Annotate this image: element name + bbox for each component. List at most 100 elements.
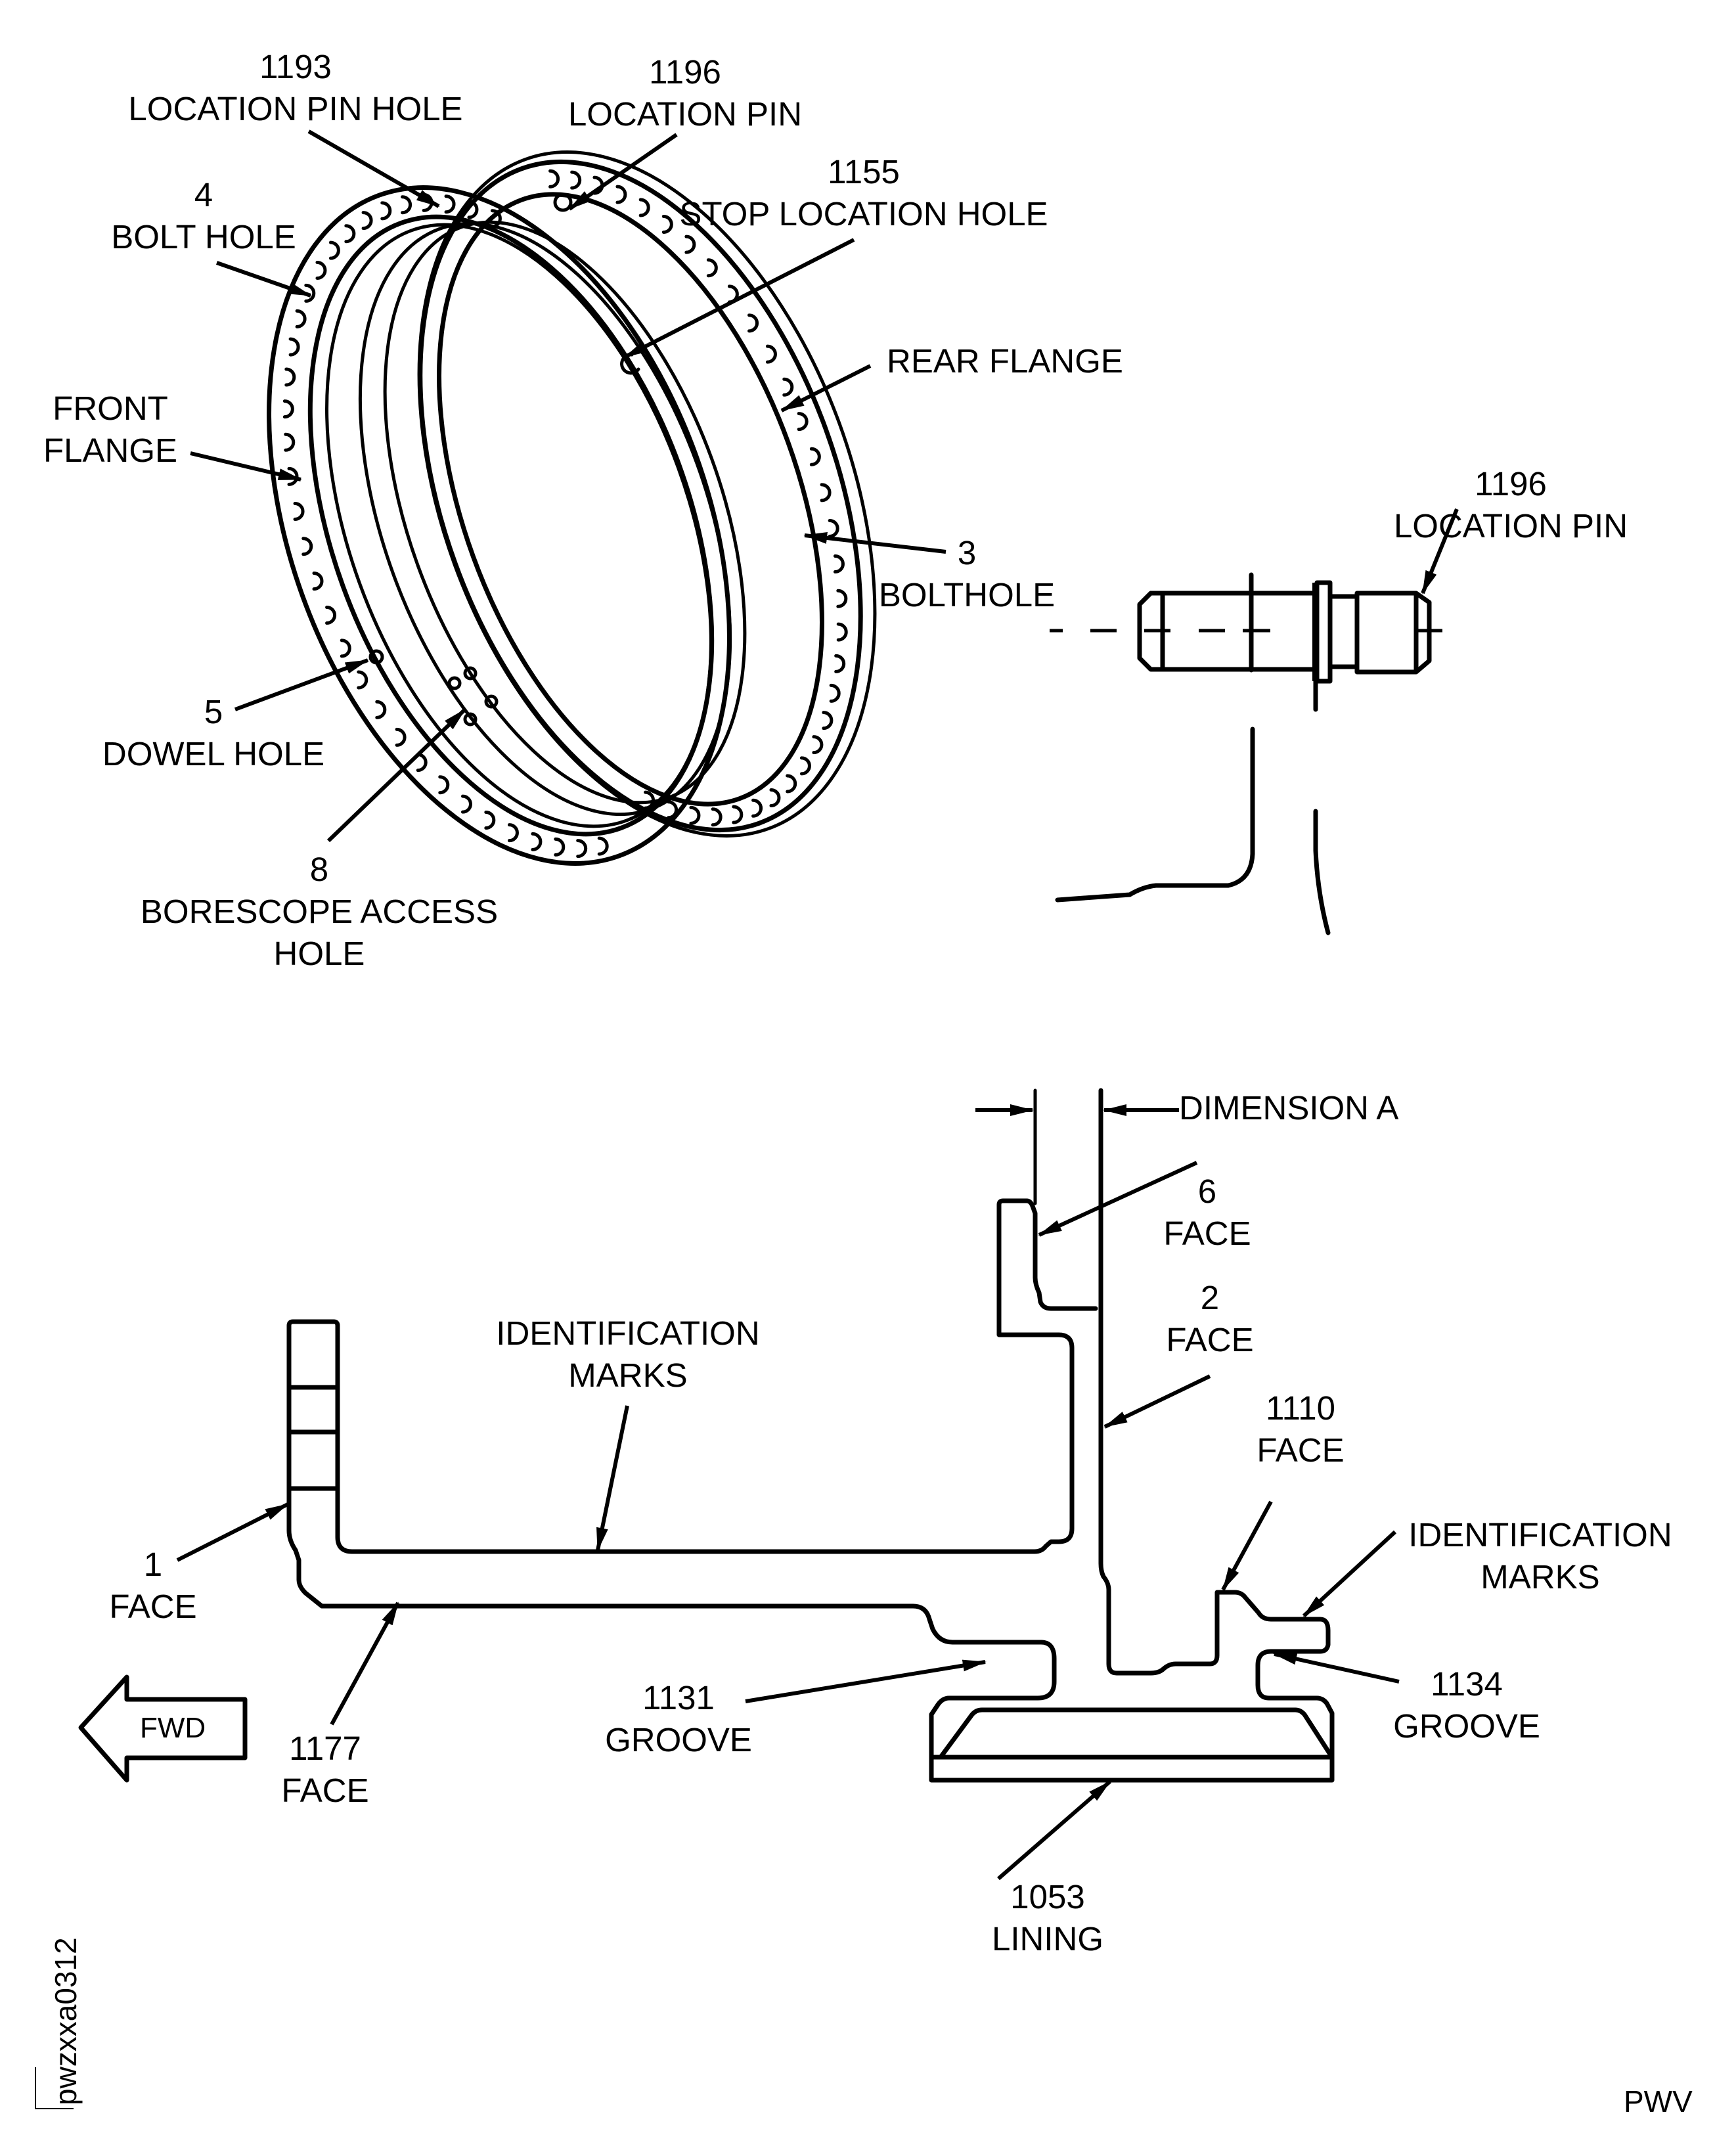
pin-body-left <box>1137 591 1318 672</box>
callout-number: 1110 <box>1266 1389 1335 1427</box>
bolt-hole-icon <box>797 412 809 432</box>
bolt-hole-icon <box>375 700 387 719</box>
callout-dimension-a: DIMENSION A <box>1179 1087 1398 1129</box>
callout-text-line-2: MARKS <box>568 1356 688 1394</box>
flange-wall-right-lower <box>1313 809 1331 935</box>
leader-bolt-hole <box>216 261 312 298</box>
bolt-hole-icon <box>822 711 834 730</box>
borescope-hole-1 <box>447 676 462 690</box>
leader-lining-1053 <box>997 1780 1111 1881</box>
callout-number: 1196 <box>1475 465 1547 503</box>
callout-text: DIMENSION A <box>1179 1089 1399 1127</box>
bolt-hole-icon <box>765 344 777 364</box>
callout-text: GROOVE <box>1393 1707 1540 1745</box>
leader-borescope-hole <box>326 707 467 843</box>
callout-borescope-access-hole: 8 BORESCOPE ACCESS HOLE <box>141 849 498 975</box>
bolt-hole-icon <box>820 483 832 503</box>
bolt-hole-icon <box>812 735 824 755</box>
callout-number: 4 <box>194 176 213 213</box>
leader-rear-flange <box>780 364 872 413</box>
bolt-hole-icon <box>340 638 351 658</box>
callout-text-line-2: MARKS <box>1480 1558 1600 1596</box>
leader-ident-marks-top <box>596 1405 629 1552</box>
callout-number: 1053 <box>1010 1878 1085 1915</box>
callout-text: FACE <box>281 1772 369 1809</box>
corner-code: PWV <box>1624 2084 1693 2118</box>
callout-location-pin: 1196 LOCATION PIN <box>568 51 802 135</box>
callout-number: 1134 <box>1431 1665 1503 1703</box>
bolt-hole-icon <box>576 839 588 859</box>
bolt-hole-icon <box>689 805 701 825</box>
callout-text: STOP LOCATION HOLE <box>679 195 1048 233</box>
bolt-hole-icon <box>416 753 428 773</box>
bolt-hole-icon <box>829 683 841 703</box>
case-cross-section <box>78 1088 1400 1881</box>
case-body-line-2 <box>358 221 732 817</box>
leader-dowel-hole <box>234 658 369 711</box>
leader-face-1177 <box>330 1601 400 1726</box>
bolt-hole-icon <box>836 622 848 642</box>
bolt-hole-icon <box>782 377 794 397</box>
callout-text: FACE <box>109 1588 197 1625</box>
figure-id: pwzxxa0312 <box>49 1937 83 2105</box>
bolt-hole-icon <box>438 775 450 795</box>
rear-flange-inner-edge <box>437 192 824 807</box>
bolt-hole-icon <box>344 224 356 244</box>
callout-number: 3 <box>957 534 977 571</box>
callout-lining-1053: 1053 LINING <box>992 1876 1103 1960</box>
callout-number: 1155 <box>828 153 900 190</box>
leader-groove-1131 <box>745 1659 987 1703</box>
bolt-hole-icon <box>615 185 627 204</box>
front-flange-bolt-holes <box>282 192 609 859</box>
callout-pin-detail-location-pin: 1196 LOCATION PIN <box>1394 463 1628 547</box>
leader-bolthole-rear <box>803 532 946 554</box>
bolt-hole-icon <box>328 240 340 260</box>
bolt-hole-icon <box>507 823 519 843</box>
callout-rear-flange: REAR FLANGE <box>887 340 1123 382</box>
bolt-hole-icon <box>490 209 502 229</box>
callout-text: FACE <box>1166 1321 1254 1358</box>
callout-face-6: 6 FACE <box>1163 1171 1251 1255</box>
rear-flange-rim <box>417 150 877 838</box>
bolt-hole-icon <box>325 606 337 625</box>
bolt-hole-icon <box>833 554 845 574</box>
bolt-hole-icon <box>484 811 496 830</box>
lining-profile <box>938 1707 1333 1760</box>
outer-shell-section <box>286 1306 1335 1783</box>
bolt-hole-icon <box>644 790 656 810</box>
bolt-hole-icon <box>570 170 582 190</box>
leader-face-1 <box>176 1502 289 1562</box>
bolt-hole-icon <box>301 537 313 556</box>
bolt-hole-icon <box>732 805 744 824</box>
leader-groove-1134 <box>1273 1652 1400 1684</box>
bolt-hole-icon <box>288 337 300 357</box>
bolt-hole-icon <box>295 309 307 328</box>
flange-profile-lower <box>1055 727 1255 903</box>
bolt-hole-icon <box>769 788 781 808</box>
bolt-hole-icon <box>284 367 296 387</box>
leader-location-pin-hole <box>307 129 440 208</box>
callout-text: LOCATION PIN <box>1393 507 1628 545</box>
callout-text-line-1: BORESCOPE ACCESS <box>140 893 499 930</box>
bolt-hole-icon <box>467 200 479 219</box>
leader-face-2 <box>1103 1374 1211 1429</box>
bolt-hole-icon <box>638 198 650 217</box>
bolt-hole-icon <box>395 727 407 747</box>
bolt-hole-icon <box>809 447 821 466</box>
leader-location-pin <box>568 133 678 211</box>
callout-location-pin-hole: 1193 LOCATION PIN HOLE <box>128 46 462 130</box>
callout-text: GROOVE <box>605 1721 752 1758</box>
ring-isometric <box>190 129 946 866</box>
forward-direction-arrow <box>78 1674 248 1783</box>
rear-flange-bolt-holes <box>548 169 848 827</box>
callout-number: 2 <box>1200 1279 1220 1316</box>
callout-number: 1131 <box>642 1679 715 1716</box>
bolt-hole-icon <box>554 837 566 857</box>
bolt-hole-icon <box>706 258 718 278</box>
bolt-hole-icon <box>597 836 609 856</box>
bolt-hole-icon <box>751 798 763 818</box>
bolt-hole-icon <box>312 571 324 591</box>
callout-text-line-2: FLANGE <box>43 432 178 469</box>
callout-text: BOLT HOLE <box>111 218 296 256</box>
